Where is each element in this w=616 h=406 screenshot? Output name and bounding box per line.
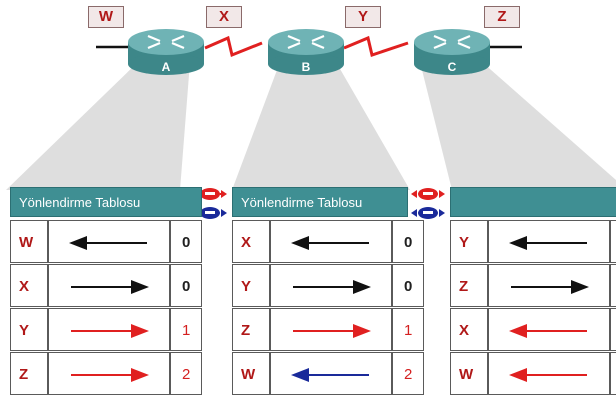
arrow-right-icon <box>71 368 149 382</box>
network-label-w: W <box>88 6 124 28</box>
route-row: Y0 <box>450 220 616 263</box>
route-hop-count: 0 <box>392 264 424 307</box>
route-direction-cell <box>270 352 392 395</box>
route-direction-cell <box>488 220 610 263</box>
route-hop-count: 1 <box>610 308 616 351</box>
route-destination: Z <box>450 264 488 307</box>
route-direction-cell <box>48 220 170 263</box>
route-destination: X <box>10 264 48 307</box>
route-direction-cell <box>488 352 610 395</box>
arrow-left-icon <box>509 236 587 250</box>
route-hop-count: 2 <box>610 352 616 395</box>
route-destination: W <box>232 352 270 395</box>
arrow-left-icon <box>69 236 147 250</box>
route-destination: Y <box>232 264 270 307</box>
route-destination: Y <box>450 220 488 263</box>
route-direction-cell <box>488 264 610 307</box>
network-label-z: Z <box>484 6 520 28</box>
route-hop-count: 0 <box>170 220 202 263</box>
network-label-x: X <box>206 6 242 28</box>
routing-table-title: Yönlendirme Tablosu <box>10 187 202 217</box>
arrow-left-icon <box>291 368 369 382</box>
route-direction-cell <box>48 308 170 351</box>
route-hop-count: 1 <box>392 308 424 351</box>
route-direction-cell <box>270 308 392 351</box>
route-hop-count: 2 <box>170 352 202 395</box>
routing-table-router-c: Y0Z0X1W2 <box>450 187 616 397</box>
beam-router-c <box>420 62 616 190</box>
arrow-right-icon <box>293 280 371 294</box>
serial-link-x <box>204 35 263 58</box>
route-hop-count: 0 <box>170 264 202 307</box>
routing-table-title: Yönlendirme Tablosu <box>232 187 408 217</box>
router-b <box>268 29 344 75</box>
arrow-left-icon <box>509 324 587 338</box>
network-label-y: Y <box>345 6 381 28</box>
router-b-label: B <box>302 60 311 74</box>
route-destination: W <box>10 220 48 263</box>
route-direction-cell <box>488 308 610 351</box>
route-row: Z0 <box>450 264 616 307</box>
route-destination: W <box>450 352 488 395</box>
arrow-right-icon <box>71 280 149 294</box>
route-hop-count: 1 <box>170 308 202 351</box>
router-a-label: A <box>162 60 171 74</box>
route-direction-cell <box>270 220 392 263</box>
route-hop-count: 0 <box>610 264 616 307</box>
beam-router-b <box>232 62 410 190</box>
route-row: X1 <box>450 308 616 351</box>
route-hop-count: 0 <box>610 220 616 263</box>
router-c-label: C <box>448 60 457 74</box>
route-row: W2 <box>450 352 616 395</box>
route-direction-cell <box>48 352 170 395</box>
arrow-left-icon <box>509 368 587 382</box>
beam-router-a <box>6 62 190 190</box>
route-destination: Z <box>10 352 48 395</box>
routing-table-title <box>450 187 616 217</box>
route-destination: Z <box>232 308 270 351</box>
route-destination: X <box>232 220 270 263</box>
route-direction-cell <box>48 264 170 307</box>
route-hop-count: 0 <box>392 220 424 263</box>
arrow-right-icon <box>511 280 589 294</box>
route-destination: Y <box>10 308 48 351</box>
update-arrows-bc <box>411 188 445 219</box>
route-direction-cell <box>270 264 392 307</box>
router-c <box>414 29 490 75</box>
route-destination: X <box>450 308 488 351</box>
arrow-right-icon <box>71 324 149 338</box>
router-a <box>128 29 204 75</box>
route-hop-count: 2 <box>392 352 424 395</box>
serial-link-y <box>343 35 409 57</box>
arrow-right-icon <box>293 324 371 338</box>
arrow-left-icon <box>291 236 369 250</box>
